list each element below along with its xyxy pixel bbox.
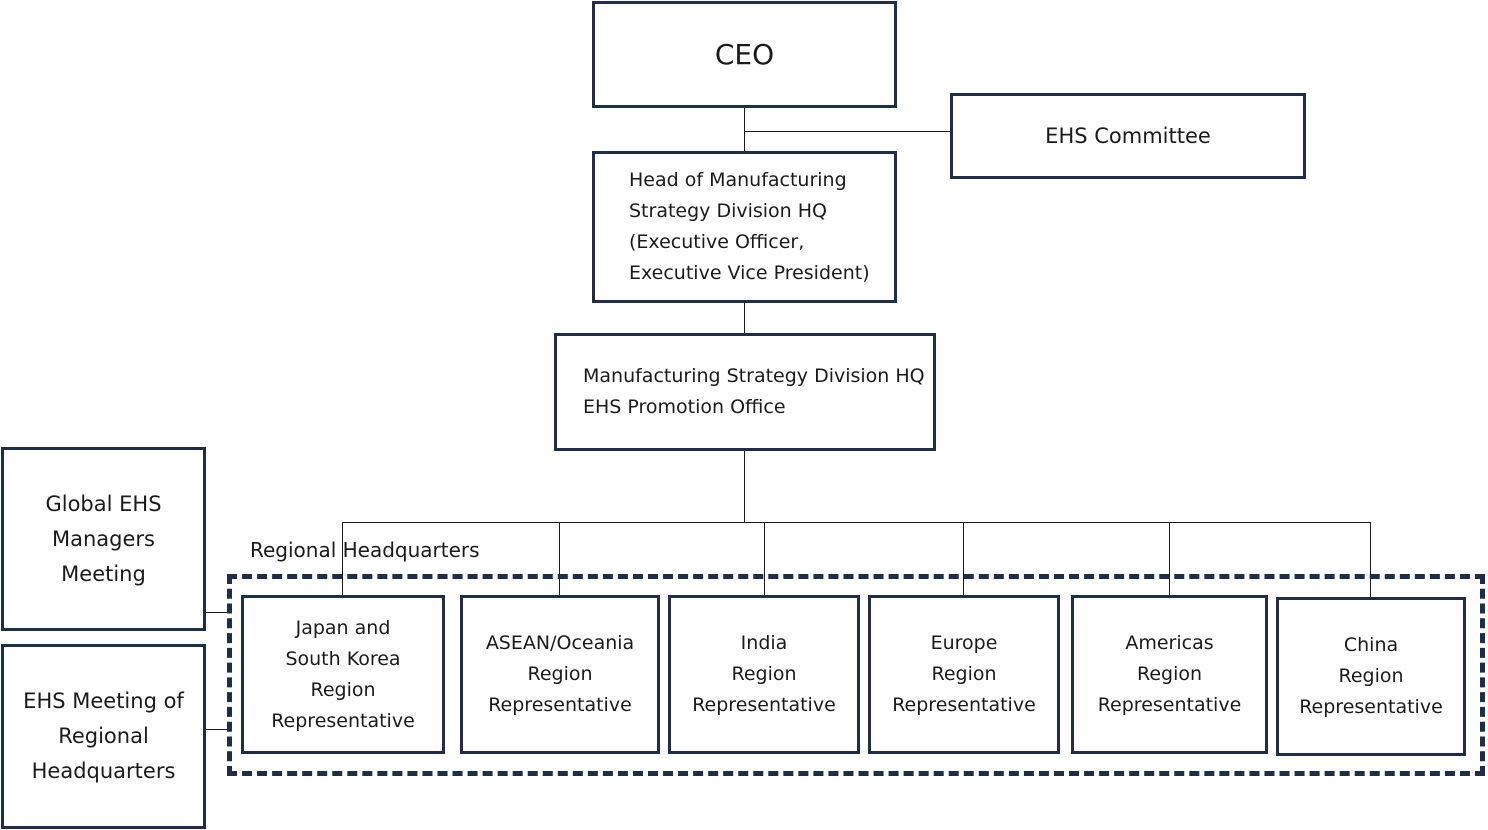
regional-meeting-line: Regional — [58, 724, 149, 748]
region-line: South Korea — [285, 647, 401, 670]
drop-americas — [1169, 522, 1170, 596]
regional-headquarters-label: Regional Headquarters — [250, 538, 480, 562]
region-europe-box: Europe Region Representative — [868, 595, 1060, 754]
drop-india — [764, 522, 765, 596]
region-asean-oceania-box: ASEAN/Oceania Region Representative — [460, 595, 660, 754]
region-line: Europe — [930, 632, 998, 654]
head-line: Strategy Division HQ — [629, 200, 828, 222]
region-line: ASEAN/Oceania — [485, 632, 635, 654]
drop-asean — [559, 522, 560, 596]
region-line: Representative — [271, 709, 415, 732]
region-line: Region — [527, 663, 593, 685]
region-line: China — [1343, 634, 1399, 656]
region-line: Region — [731, 663, 797, 685]
ehs-meeting-regional-hq-box: EHS Meeting of Regional Headquarters — [1, 644, 206, 829]
region-line: Region — [931, 663, 997, 685]
ehs-committee-box: EHS Committee — [950, 93, 1306, 179]
region-china-box: China Region Representative — [1276, 597, 1466, 756]
region-line: Region — [1136, 663, 1203, 685]
region-line: Japan and — [295, 616, 391, 639]
region-japan-south-korea-box: Japan and South Korea Region Representat… — [241, 595, 445, 754]
regional-meeting-line: EHS Meeting of — [23, 689, 184, 713]
region-americas-box: Americas Region Representative — [1071, 595, 1268, 754]
drop-japan — [342, 522, 343, 596]
head-line: Head of Manufacturing — [629, 169, 847, 191]
region-india-box: India Region Representative — [668, 595, 860, 754]
region-line: Region — [310, 678, 376, 701]
connector-head-office — [744, 301, 745, 335]
connector-office-bus — [744, 449, 745, 522]
connector-ceo-head — [744, 106, 745, 153]
regional-meeting-line: Headquarters — [31, 759, 176, 783]
region-line: Representative — [892, 694, 1036, 716]
drop-china — [1370, 522, 1371, 598]
global-meeting-line: Managers — [52, 526, 155, 551]
regional-headquarters-group — [227, 574, 1485, 776]
ehs-promotion-office-box: Manufacturing Strategy Division HQ EHS P… — [554, 333, 936, 451]
head-line: (Executive Officer, — [629, 231, 805, 253]
region-line: Representative — [1097, 694, 1242, 716]
region-line: India — [740, 632, 788, 654]
region-line: Representative — [488, 694, 632, 716]
global-meeting-line: Meeting — [61, 561, 146, 586]
ehs-committee-label: EHS Committee — [1045, 124, 1211, 148]
region-line: Region — [1338, 665, 1404, 687]
region-line: Representative — [1299, 696, 1443, 718]
connector-committee — [744, 131, 951, 132]
head-line: Executive Vice President) — [629, 262, 870, 284]
office-line: Manufacturing Strategy Division HQ — [583, 365, 925, 387]
global-meeting-line: Global EHS — [45, 491, 162, 516]
ceo-box: CEO — [592, 1, 897, 108]
connector-regional-meeting — [204, 729, 228, 730]
regional-bus-line — [342, 522, 1371, 523]
ceo-label: CEO — [714, 38, 775, 71]
drop-europe — [963, 522, 964, 596]
global-ehs-managers-meeting-box: Global EHS Managers Meeting — [1, 447, 206, 631]
region-line: Representative — [692, 694, 836, 716]
office-line: EHS Promotion Office — [583, 396, 786, 418]
connector-global-meeting — [204, 612, 228, 613]
region-line: Americas — [1125, 632, 1214, 654]
head-of-manufacturing-box: Head of Manufacturing Strategy Division … — [592, 151, 897, 303]
